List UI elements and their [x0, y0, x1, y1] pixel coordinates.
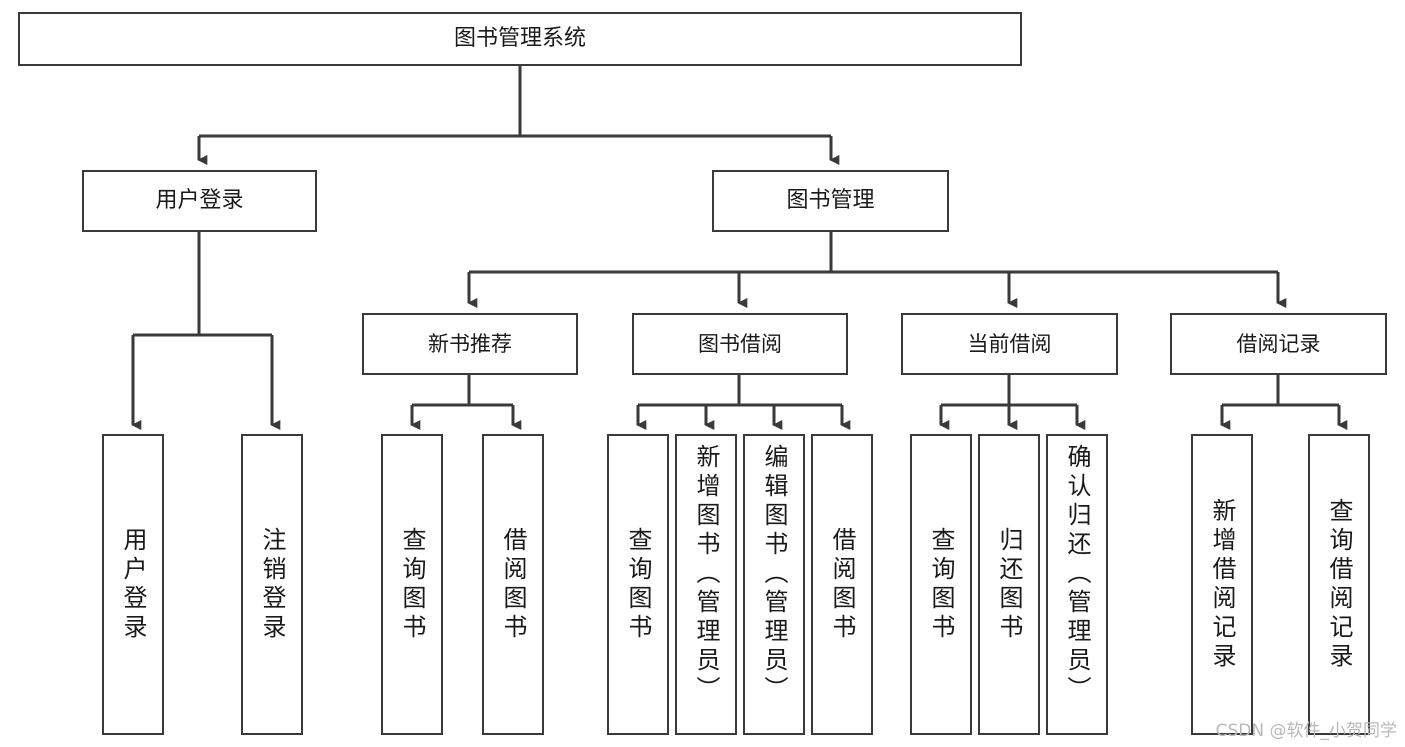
node-root[interactable]: 图书管理系统 [18, 12, 1022, 66]
leaf-query-borrow-record[interactable]: 查询借阅记录 [1308, 434, 1370, 735]
leaf-logout[interactable]: 注销登录 [241, 434, 303, 735]
leaf-add-borrow-record[interactable]: 新增借阅记录 [1191, 434, 1253, 735]
leaf-edit-book-admin[interactable]: 编辑图书（管理员） [743, 434, 805, 735]
node-label: 查询图书 [927, 526, 955, 643]
node-label: 用户登录 [119, 526, 147, 643]
node-label: 查询借阅记录 [1325, 497, 1353, 672]
watermark: CSDN @软件_小贺同学 [1215, 721, 1397, 741]
leaf-query-book-current[interactable]: 查询图书 [910, 434, 972, 735]
node-current-borrow[interactable]: 当前借阅 [901, 313, 1118, 375]
node-label: 查询图书 [624, 526, 652, 643]
node-label: 当前借阅 [967, 331, 1052, 356]
leaf-add-book-admin[interactable]: 新增图书（管理员） [675, 434, 737, 735]
leaf-return-book[interactable]: 归还图书 [978, 434, 1040, 735]
node-label: 图书管理 [786, 188, 875, 214]
leaf-confirm-return-admin[interactable]: 确认归还（管理员） [1046, 434, 1108, 735]
leaf-borrow-book[interactable]: 借阅图书 [811, 434, 873, 735]
leaf-user-login[interactable]: 用户登录 [102, 434, 164, 735]
node-book-management[interactable]: 图书管理 [712, 170, 949, 232]
node-label: 图书借阅 [698, 331, 782, 356]
node-label: 确认归还（管理员） [1063, 444, 1091, 705]
node-book-borrow[interactable]: 图书借阅 [632, 313, 848, 375]
node-label: 编辑图书（管理员） [760, 444, 788, 705]
node-label: 新增图书（管理员） [692, 444, 720, 705]
node-label: 图书管理系统 [453, 26, 586, 52]
node-label: 借阅图书 [499, 526, 527, 643]
leaf-borrow-book-recommend[interactable]: 借阅图书 [482, 434, 544, 735]
node-label: 注销登录 [258, 526, 286, 643]
node-label: 借阅记录 [1236, 331, 1321, 356]
node-label: 归还图书 [995, 526, 1023, 643]
node-label: 新增借阅记录 [1208, 497, 1236, 672]
node-label: 新书推荐 [428, 331, 512, 356]
node-user-login[interactable]: 用户登录 [82, 170, 317, 232]
leaf-query-book-recommend[interactable]: 查询图书 [381, 434, 443, 735]
node-label: 借阅图书 [828, 526, 856, 643]
leaf-query-book-borrow[interactable]: 查询图书 [607, 434, 669, 735]
node-borrow-records[interactable]: 借阅记录 [1170, 313, 1387, 375]
node-label: 用户登录 [155, 188, 244, 214]
node-label: 查询图书 [398, 526, 426, 643]
node-new-book-recommend[interactable]: 新书推荐 [362, 313, 578, 375]
